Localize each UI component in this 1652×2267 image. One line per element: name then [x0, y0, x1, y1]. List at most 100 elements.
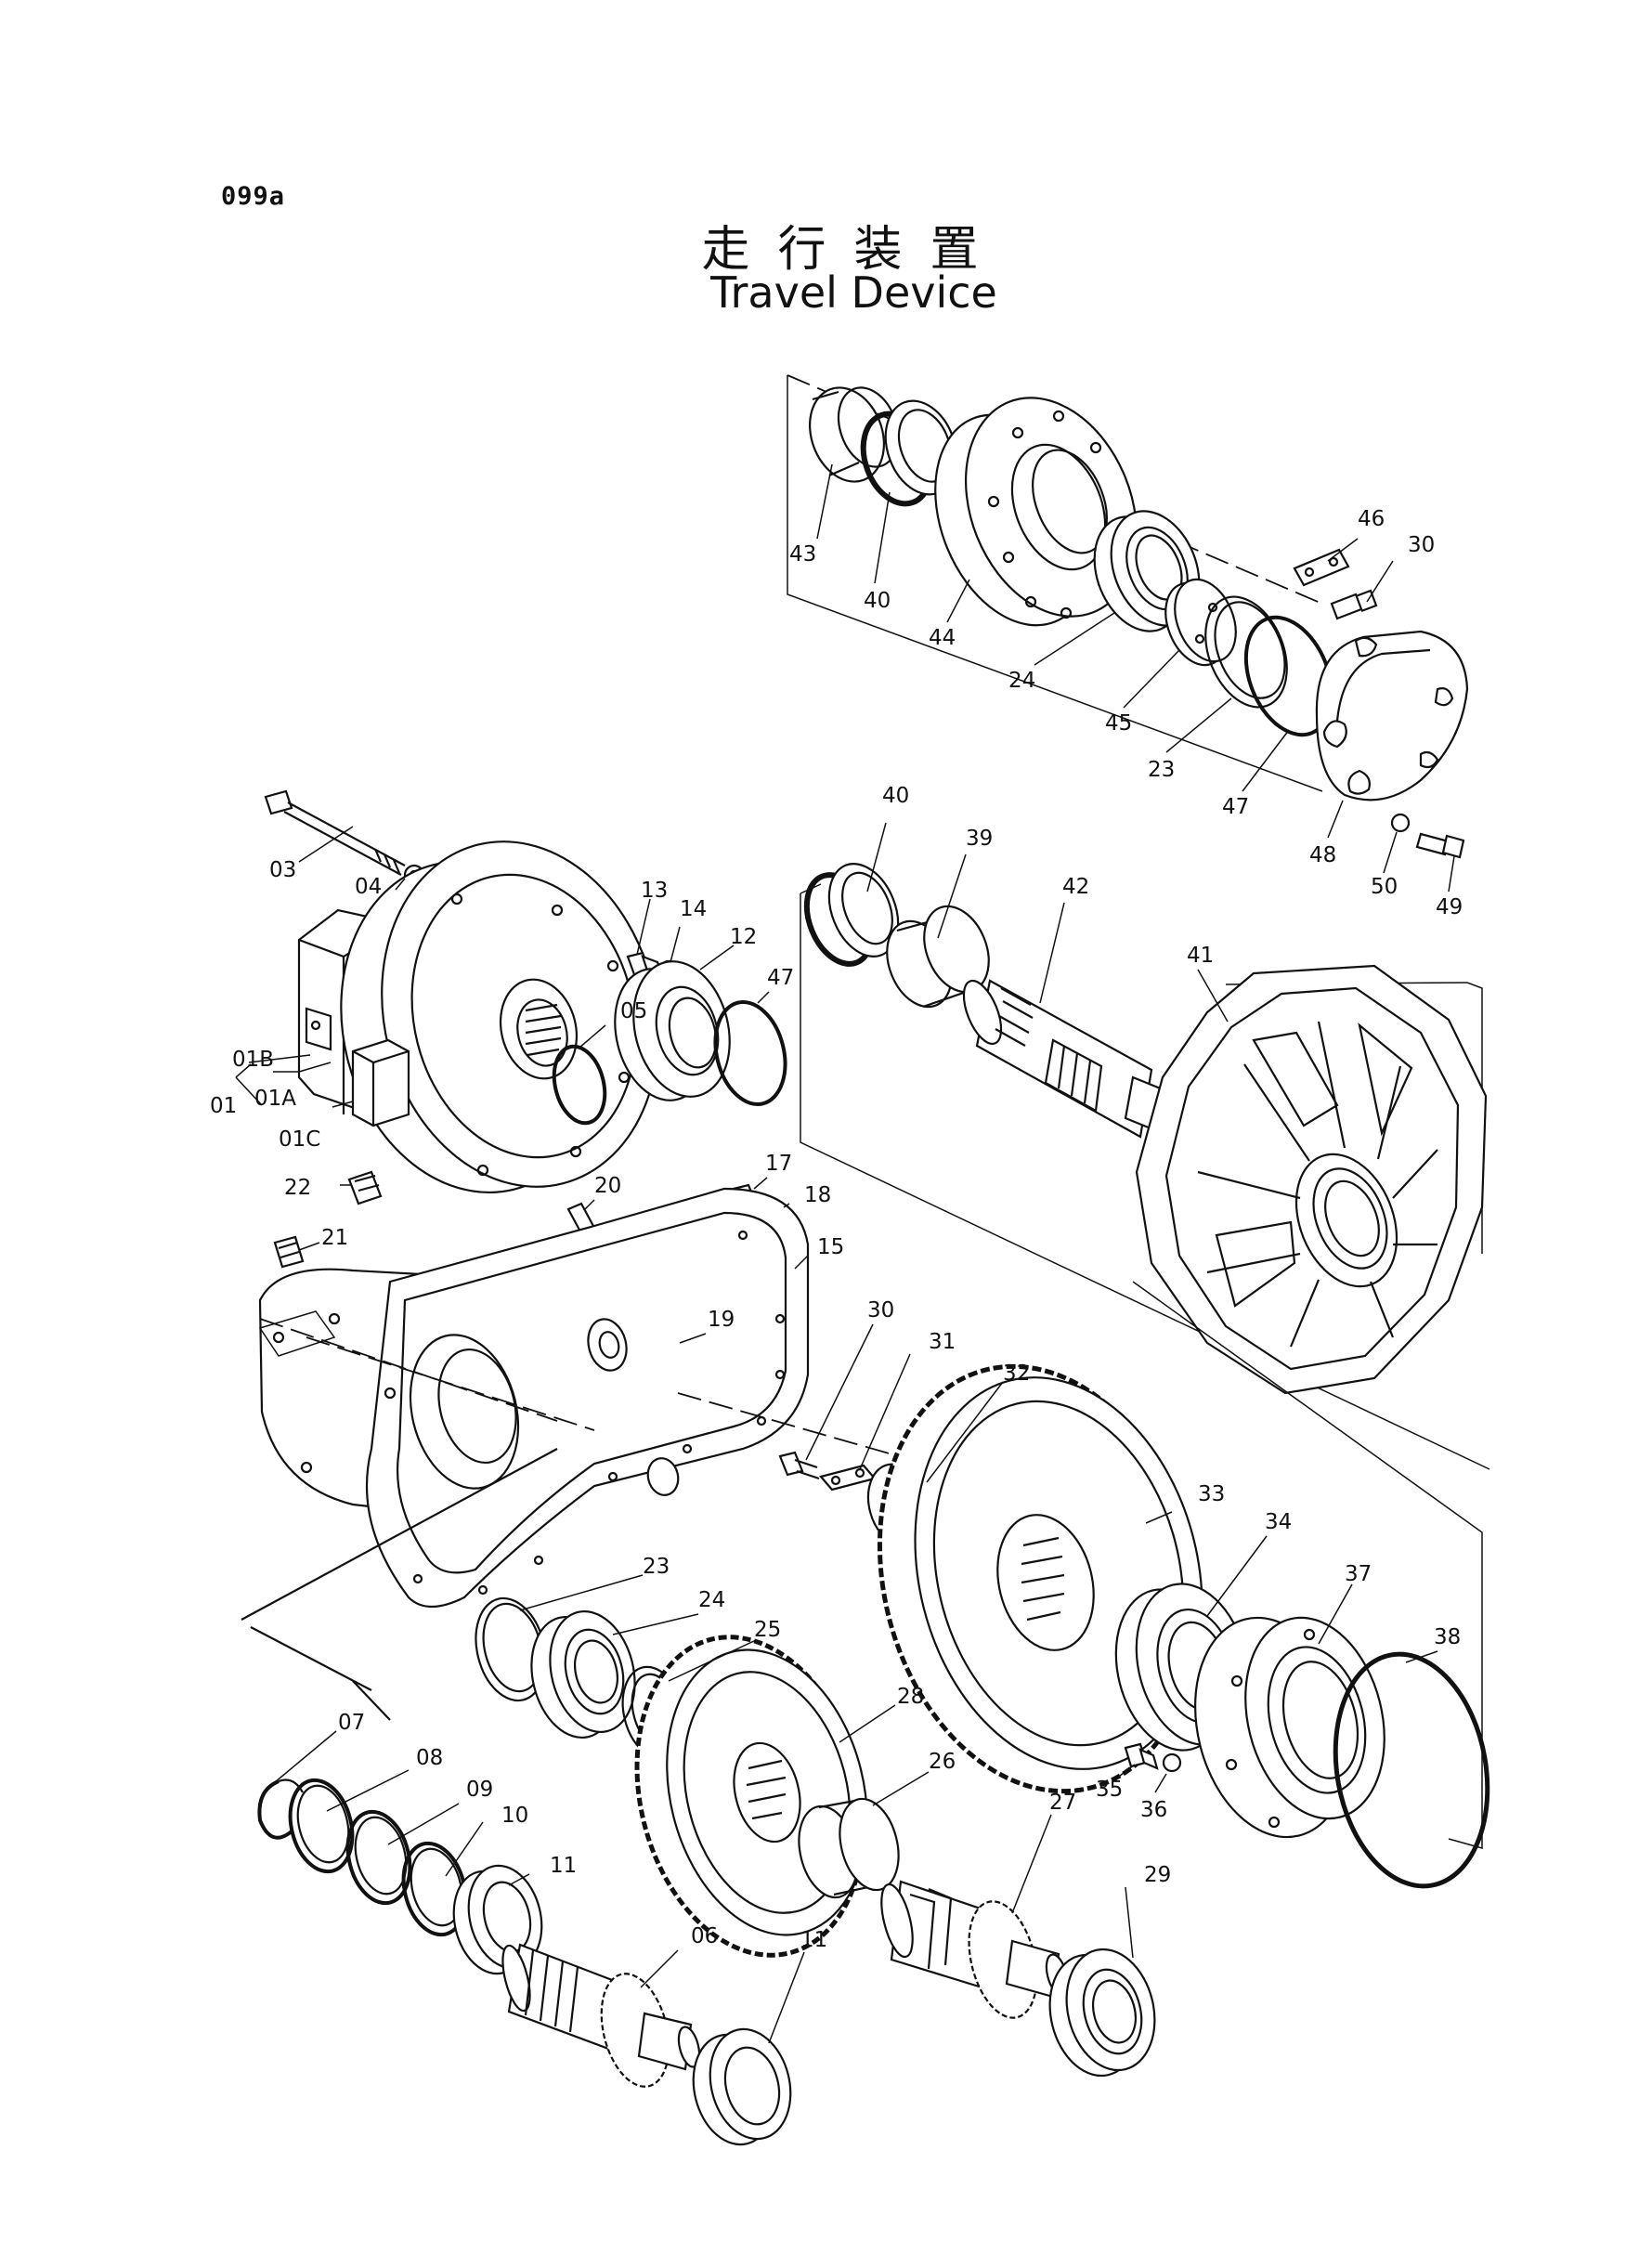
callout-40-mid: 40 — [882, 784, 909, 808]
callout-32: 32 — [1003, 1362, 1030, 1386]
bolt-30-top — [1330, 589, 1378, 620]
callout-01a: 01A — [254, 1087, 296, 1111]
callout-25: 25 — [754, 1618, 781, 1642]
title-english: Travel Device — [710, 267, 997, 318]
callout-19: 19 — [708, 1308, 735, 1332]
callout-05: 05 — [620, 999, 647, 1023]
callout-15: 15 — [817, 1235, 844, 1259]
cover-48 — [1315, 630, 1469, 801]
bushing-39 — [886, 905, 990, 1009]
callout-08: 08 — [416, 1746, 443, 1770]
callout-47-top: 47 — [1222, 795, 1249, 819]
callout-46: 46 — [1358, 507, 1385, 531]
shim-09 — [345, 1809, 412, 1906]
callout-41: 41 — [1187, 944, 1214, 968]
callout-labels: 43 40 44 24 45 46 30 23 47 48 50 49 40 3… — [210, 507, 1463, 1952]
callout-30-top: 30 — [1408, 533, 1435, 557]
callout-48: 48 — [1309, 843, 1336, 867]
bolt-03 — [264, 789, 406, 876]
plug-22 — [347, 1170, 383, 1205]
callout-24-top: 24 — [1008, 669, 1035, 693]
callout-34: 34 — [1265, 1510, 1292, 1534]
o-ring-47-mid — [713, 999, 787, 1107]
callout-10: 10 — [501, 1804, 528, 1828]
callout-35: 35 — [1096, 1778, 1123, 1802]
callout-07: 07 — [338, 1711, 365, 1735]
callout-20: 20 — [594, 1174, 621, 1198]
callout-49: 49 — [1436, 895, 1463, 919]
sprocket-hub-41 — [1135, 964, 1488, 1395]
callout-47-mid: 47 — [767, 966, 794, 990]
callout-23-top: 23 — [1148, 758, 1175, 782]
callout-04: 04 — [355, 875, 382, 899]
bolt-49 — [1415, 832, 1465, 859]
ring-23-top — [1204, 595, 1288, 709]
callout-50: 50 — [1371, 875, 1398, 899]
callout-11-upper: 11 — [550, 1854, 577, 1878]
bushing-26 — [798, 1797, 900, 1899]
page-code: 099a — [221, 182, 286, 211]
bearing-11-upper — [452, 1864, 543, 1975]
callout-03: 03 — [269, 858, 296, 882]
callout-11-lower: 11 — [800, 1928, 827, 1952]
callout-21: 21 — [321, 1226, 348, 1250]
plug-21 — [273, 1235, 305, 1269]
callout-24-lower: 24 — [698, 1588, 725, 1612]
housing-37 — [1194, 1616, 1385, 1839]
callout-01c: 01C — [279, 1127, 320, 1152]
callout-17: 17 — [765, 1152, 792, 1176]
pinion-shaft-27 — [880, 1880, 1069, 2019]
case-15 — [241, 1187, 810, 1721]
bearing-29 — [1048, 1948, 1156, 2078]
plate-45 — [1164, 578, 1237, 667]
middle-assembly — [800, 863, 1490, 1470]
motor-assembly — [264, 789, 787, 1350]
callout-45: 45 — [1105, 711, 1132, 736]
callout-12: 12 — [730, 925, 757, 949]
washer-36 — [1162, 1752, 1182, 1773]
shim-08 — [288, 1778, 355, 1874]
callout-28: 28 — [897, 1685, 924, 1709]
callout-29: 29 — [1144, 1863, 1171, 1887]
callout-44: 44 — [929, 626, 956, 650]
snap-ring-07 — [257, 1779, 293, 1840]
bearing-24-lower — [530, 1609, 636, 1739]
callout-01: 01 — [210, 1094, 237, 1118]
callout-14: 14 — [680, 897, 707, 921]
lock-plate-31 — [819, 1464, 877, 1492]
callout-33: 33 — [1198, 1482, 1225, 1506]
callout-06: 06 — [691, 1924, 718, 1948]
callout-09: 09 — [466, 1778, 493, 1802]
title-japanese: 走行装置 — [701, 222, 1007, 278]
callout-40-top: 40 — [864, 589, 891, 613]
bearing-24-top — [1093, 510, 1201, 632]
washer-50 — [1390, 813, 1411, 833]
upper-assembly — [787, 374, 1469, 859]
callout-39: 39 — [966, 827, 993, 851]
seal-holder-12 — [614, 960, 731, 1101]
floating-seal-40-mid — [803, 863, 900, 967]
callout-23-lower: 23 — [643, 1555, 670, 1579]
callout-18: 18 — [804, 1183, 831, 1207]
o-ring-47-top — [1243, 615, 1334, 737]
callout-30-lower: 30 — [867, 1298, 894, 1322]
gear-33 — [877, 1363, 1203, 1794]
pinion-shaft-06 — [501, 1943, 701, 2088]
callout-01b: 01B — [232, 1048, 274, 1072]
callout-42: 42 — [1062, 875, 1089, 899]
callout-22: 22 — [284, 1176, 311, 1200]
bolt-30-lower — [778, 1451, 820, 1480]
bolt-35 — [1124, 1742, 1159, 1770]
callout-31: 31 — [929, 1330, 956, 1354]
lower-assembly — [257, 1281, 1490, 2146]
o-ring-05 — [552, 1044, 607, 1126]
callout-27: 27 — [1049, 1791, 1076, 1815]
bearing-11-lower — [692, 2027, 792, 2146]
leader-lines — [235, 463, 1455, 2044]
callout-36: 36 — [1140, 1798, 1167, 1822]
callout-43: 43 — [789, 542, 816, 567]
o-ring-38 — [1333, 1651, 1490, 1889]
callout-38: 38 — [1434, 1625, 1461, 1649]
callout-13: 13 — [641, 879, 668, 903]
callout-37: 37 — [1345, 1562, 1372, 1586]
